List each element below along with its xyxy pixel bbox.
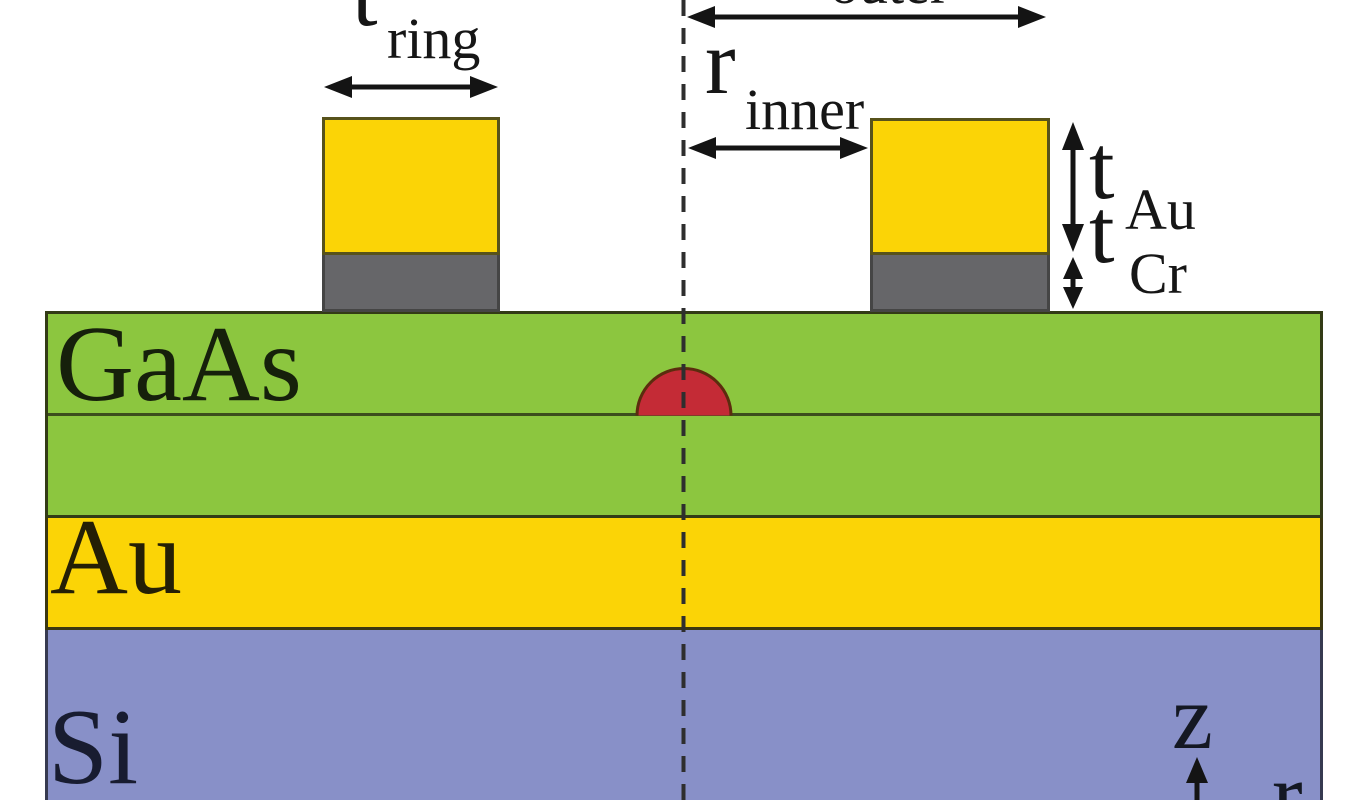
r-axis-label-partial: r bbox=[1272, 744, 1303, 800]
t-cr-label-sub: Cr bbox=[1129, 241, 1187, 306]
left-ring-chromium-block bbox=[322, 255, 500, 312]
t-au-label-sub: Au bbox=[1125, 177, 1196, 242]
gaas-layer-label: GaAs bbox=[56, 305, 302, 424]
au-layer bbox=[45, 518, 1323, 630]
left-ring-gold-block bbox=[322, 117, 500, 255]
right-ring-chromium-block bbox=[870, 255, 1050, 312]
t-cr-arrow bbox=[1063, 257, 1083, 309]
t-au-label-main: t bbox=[1089, 116, 1115, 218]
z-axis-label: z bbox=[1172, 666, 1213, 768]
r-outer-label-sub: outer bbox=[830, 0, 949, 13]
si-layer-label: Si bbox=[48, 688, 139, 800]
t-ring-label-main: t bbox=[352, 0, 378, 40]
t-ring-arrow bbox=[324, 76, 498, 98]
t-ring-label-sub: ring bbox=[387, 6, 481, 71]
t-au-arrow bbox=[1062, 122, 1084, 252]
r-inner-label-main: r bbox=[705, 11, 736, 113]
r-inner-label-sub: inner bbox=[745, 77, 865, 142]
t-cr-label-main: t bbox=[1089, 180, 1115, 282]
au-layer-label: Au bbox=[50, 498, 182, 617]
si-substrate-layer bbox=[45, 630, 1323, 800]
right-ring-gold-block bbox=[870, 118, 1050, 255]
